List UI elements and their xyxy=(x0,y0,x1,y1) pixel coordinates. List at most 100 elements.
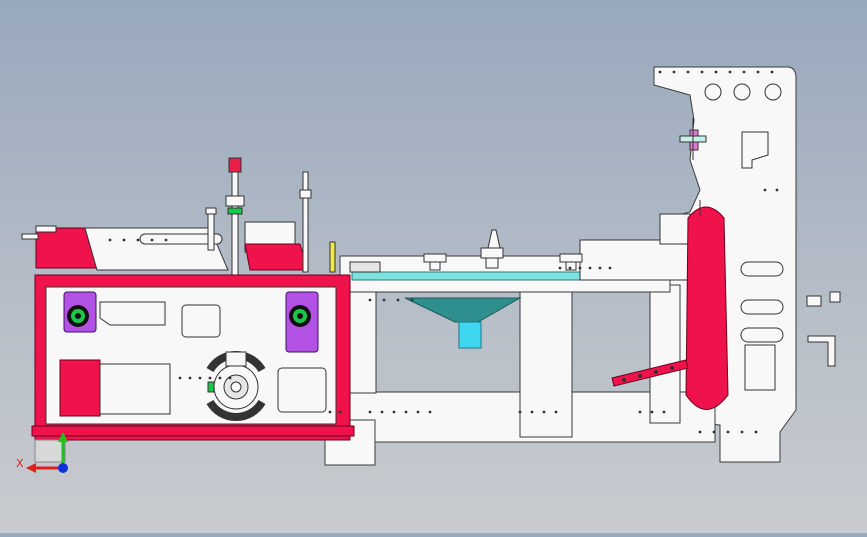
bolt-hole xyxy=(672,70,676,74)
bolt-hole xyxy=(554,410,558,414)
cam-wheel xyxy=(206,350,266,422)
rod xyxy=(207,209,215,251)
bolt-hole xyxy=(188,376,192,380)
bolt-hole xyxy=(770,70,774,74)
hopper-assembly xyxy=(404,297,522,349)
left-upper-carriage xyxy=(21,221,336,273)
bolt-hole xyxy=(382,298,386,302)
bolt-hole xyxy=(338,410,342,414)
clamp xyxy=(423,253,447,263)
bolt-hole xyxy=(208,376,212,380)
hopper-funnel xyxy=(404,297,522,323)
clamp xyxy=(559,253,583,263)
motor-right xyxy=(285,291,319,353)
bolt-hole xyxy=(404,410,408,414)
conveyor-clamps xyxy=(423,229,583,271)
detached-bracket xyxy=(806,291,841,367)
rack-gear xyxy=(349,261,381,273)
clamp xyxy=(480,247,504,259)
bolt-hole xyxy=(754,430,758,434)
plate-cutout xyxy=(741,131,769,169)
guide-post xyxy=(329,241,336,273)
bolt-hole xyxy=(712,430,716,434)
bolt-hole xyxy=(775,188,779,192)
bolt-hole xyxy=(368,298,372,302)
bolt-hole xyxy=(108,238,112,242)
bolt-hole xyxy=(588,266,592,270)
support-column xyxy=(649,284,681,424)
push-arm xyxy=(611,359,689,387)
bolt-hole xyxy=(650,410,654,414)
bolt-hole xyxy=(428,410,432,414)
bolt-hole xyxy=(380,410,384,414)
bolt-holes xyxy=(108,70,779,434)
bolt-hole xyxy=(558,266,562,270)
bolt-hole xyxy=(164,238,168,242)
bolt-hole xyxy=(530,410,534,414)
bolt-hole xyxy=(714,70,718,74)
bolt-hole xyxy=(662,410,666,414)
conveyor-table xyxy=(339,213,691,293)
bolt-hole xyxy=(198,376,202,380)
rod xyxy=(231,165,239,277)
linkage-arm xyxy=(139,233,223,245)
bolt-hole xyxy=(598,266,602,270)
bolt-hole xyxy=(178,376,182,380)
bolt-hole xyxy=(150,238,154,242)
red-cylinder xyxy=(685,200,729,410)
bolt-hole xyxy=(763,188,767,192)
frame-cutout xyxy=(277,367,327,413)
bolt-hole xyxy=(658,70,662,74)
bolt-hole xyxy=(136,238,140,242)
bolt-hole xyxy=(416,410,420,414)
plate-slot xyxy=(740,327,784,343)
conveyor-belt xyxy=(351,271,585,281)
bolt-hole xyxy=(218,376,222,380)
bolt-hole xyxy=(726,430,730,434)
axis-origin xyxy=(58,463,68,473)
motor-left xyxy=(63,291,97,333)
support-column xyxy=(347,284,377,394)
x-axis-label: X xyxy=(16,457,24,470)
bolt-hole xyxy=(122,238,126,242)
red-knob xyxy=(228,157,242,173)
hopper-spout xyxy=(458,321,482,349)
bolt-hole xyxy=(742,70,746,74)
bolt-hole xyxy=(698,430,702,434)
bolt-hole xyxy=(578,266,582,270)
frame-cutout xyxy=(181,304,221,338)
vertical-rods xyxy=(205,157,312,277)
plate-window xyxy=(744,344,776,391)
plate-hole xyxy=(704,83,722,101)
stage-block xyxy=(659,213,691,245)
bolt-hole xyxy=(392,410,396,414)
plate-slot xyxy=(740,261,784,277)
bolt-hole xyxy=(568,266,572,270)
plate-hole xyxy=(733,83,751,101)
bolt-hole xyxy=(608,266,612,270)
plate-slot xyxy=(740,299,784,315)
bolt-hole xyxy=(542,410,546,414)
x-axis-arrow xyxy=(26,463,36,473)
bolt-hole xyxy=(228,376,232,380)
bolt-hole xyxy=(410,298,414,302)
bolt-hole xyxy=(728,70,732,74)
bolt-hole xyxy=(638,410,642,414)
bolt-hole xyxy=(396,298,400,302)
bolt-hole xyxy=(700,70,704,74)
bolt-hole xyxy=(686,70,690,74)
upper-stage xyxy=(579,239,691,281)
bolt-hole xyxy=(740,430,744,434)
rod xyxy=(302,171,309,273)
plate-hole xyxy=(764,83,782,101)
bolt-hole xyxy=(328,410,332,414)
xyz-axis-triad-icon: X xyxy=(16,432,68,473)
frame-cutout xyxy=(99,301,166,326)
y-axis-arrow xyxy=(58,432,68,442)
bolt-hole xyxy=(756,70,760,74)
support-column xyxy=(519,284,573,438)
bolt-hole xyxy=(368,410,372,414)
bolt-hole xyxy=(518,410,522,414)
